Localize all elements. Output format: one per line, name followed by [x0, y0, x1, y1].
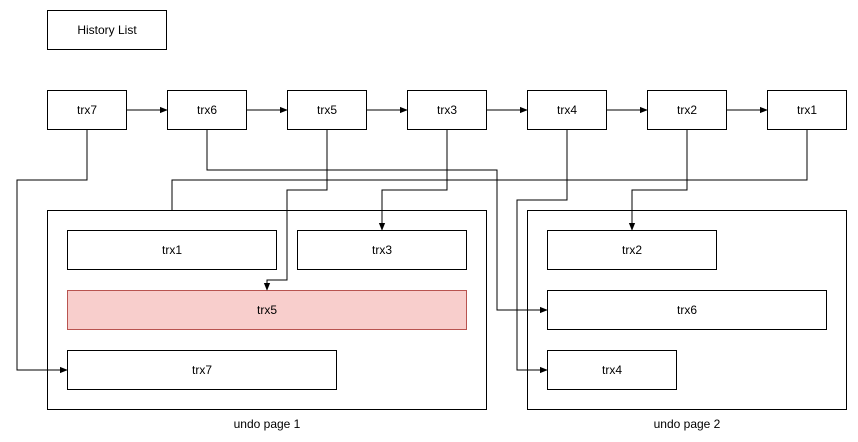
link-trx6 [206, 130, 548, 314]
chain-node-trx5: trx5 [287, 90, 367, 130]
link-trx3 [378, 130, 448, 231]
chain-node-trx3: trx3 [407, 90, 487, 130]
chain-node-trx4: trx4 [527, 90, 607, 130]
undo-page-2-label: undo page 2 [653, 417, 721, 431]
history-list-title: History List [47, 10, 167, 50]
link-trx7 [16, 130, 88, 374]
chain-node-trx6: trx6 [167, 90, 247, 130]
link-trx5 [263, 130, 328, 291]
undo-page-1 [47, 210, 487, 410]
undo-page-1-label: undo page 1 [233, 417, 301, 431]
link-trx1 [171, 130, 808, 210]
link-trx2 [628, 130, 688, 231]
undo-record-trx1: trx1 [67, 230, 277, 270]
undo-record-trx4: trx4 [547, 350, 677, 390]
undo-record-trx7: trx7 [67, 350, 337, 390]
chain-node-trx7: trx7 [47, 90, 127, 130]
chain-node-trx1: trx1 [767, 90, 847, 130]
undo-record-trx6: trx6 [547, 290, 827, 330]
link-trx4 [516, 130, 568, 374]
undo-record-trx5: trx5 [67, 290, 467, 330]
undo-record-trx3: trx3 [297, 230, 467, 270]
chain-node-trx2: trx2 [647, 90, 727, 130]
